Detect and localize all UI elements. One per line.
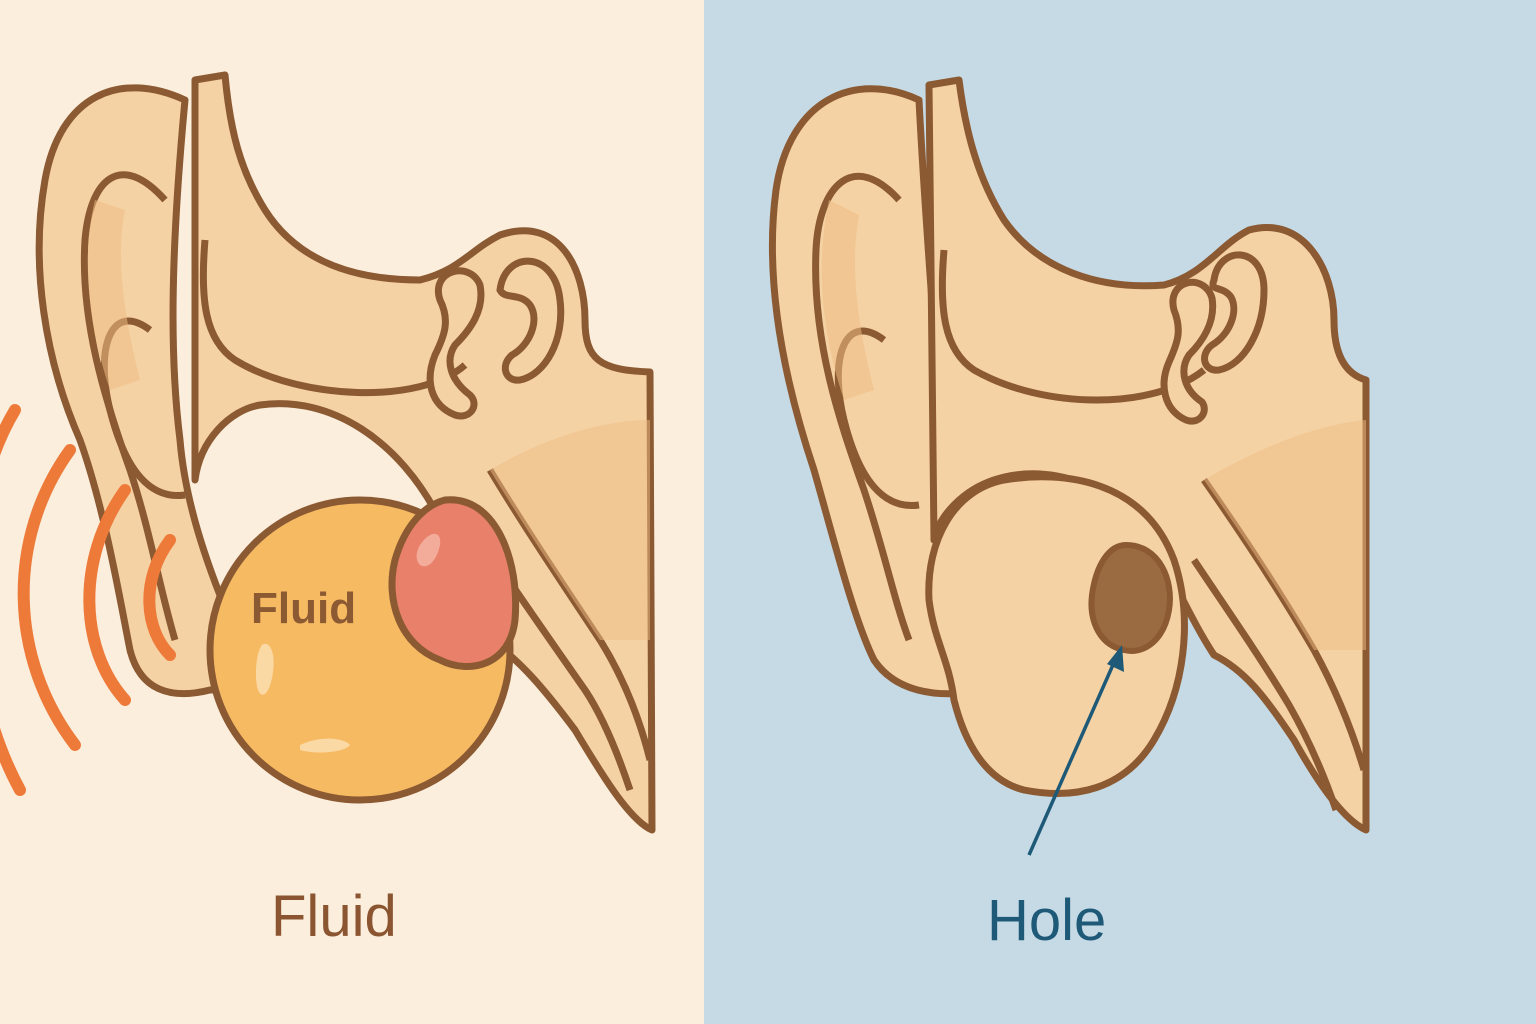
middle-ear-shading: [1204, 420, 1366, 650]
inflammation-highlight: [416, 533, 441, 567]
hole-ear-illustration: [704, 0, 1536, 1024]
eustachian-tube-inner: [1191, 558, 1340, 812]
fluid-highlight-small: [300, 738, 350, 753]
ear-canal-shading: [821, 200, 874, 400]
ear-canal-fold: [199, 239, 468, 397]
fluid-ear-illustration: [0, 0, 704, 1024]
ear-canal-fold: [938, 249, 1207, 404]
sound-waves: [0, 404, 176, 796]
sound-wave-2: [83, 484, 131, 706]
hole-panel: Hole: [704, 0, 1536, 1024]
sound-wave-1: [143, 534, 176, 661]
fluid-inner-label: Fluid: [251, 584, 357, 633]
hole-arrow-head: [1107, 645, 1124, 672]
cochlea-curl: [496, 257, 565, 384]
fluid-panel: Fluid Fluid: [0, 0, 704, 1024]
sound-wave-3: [17, 444, 81, 751]
ossicle-loop: [426, 267, 485, 420]
ear-canal-shading: [87, 200, 140, 390]
eardrum-hole: [1088, 541, 1173, 654]
fluid-caption: Fluid: [271, 884, 397, 949]
ossicle-loop: [1160, 278, 1217, 425]
eustachian-tube: [1201, 477, 1368, 772]
hole-caption: Hole: [987, 888, 1107, 953]
ear-inner-fold: [80, 171, 179, 642]
ear-inner-fold: [812, 172, 913, 642]
fluid-highlight: [255, 643, 274, 695]
middle-ear-shading: [490, 420, 650, 640]
hole-arrow-line: [1027, 657, 1118, 856]
inflammation-blob: [388, 496, 520, 670]
cochlea-curl: [1201, 251, 1268, 374]
